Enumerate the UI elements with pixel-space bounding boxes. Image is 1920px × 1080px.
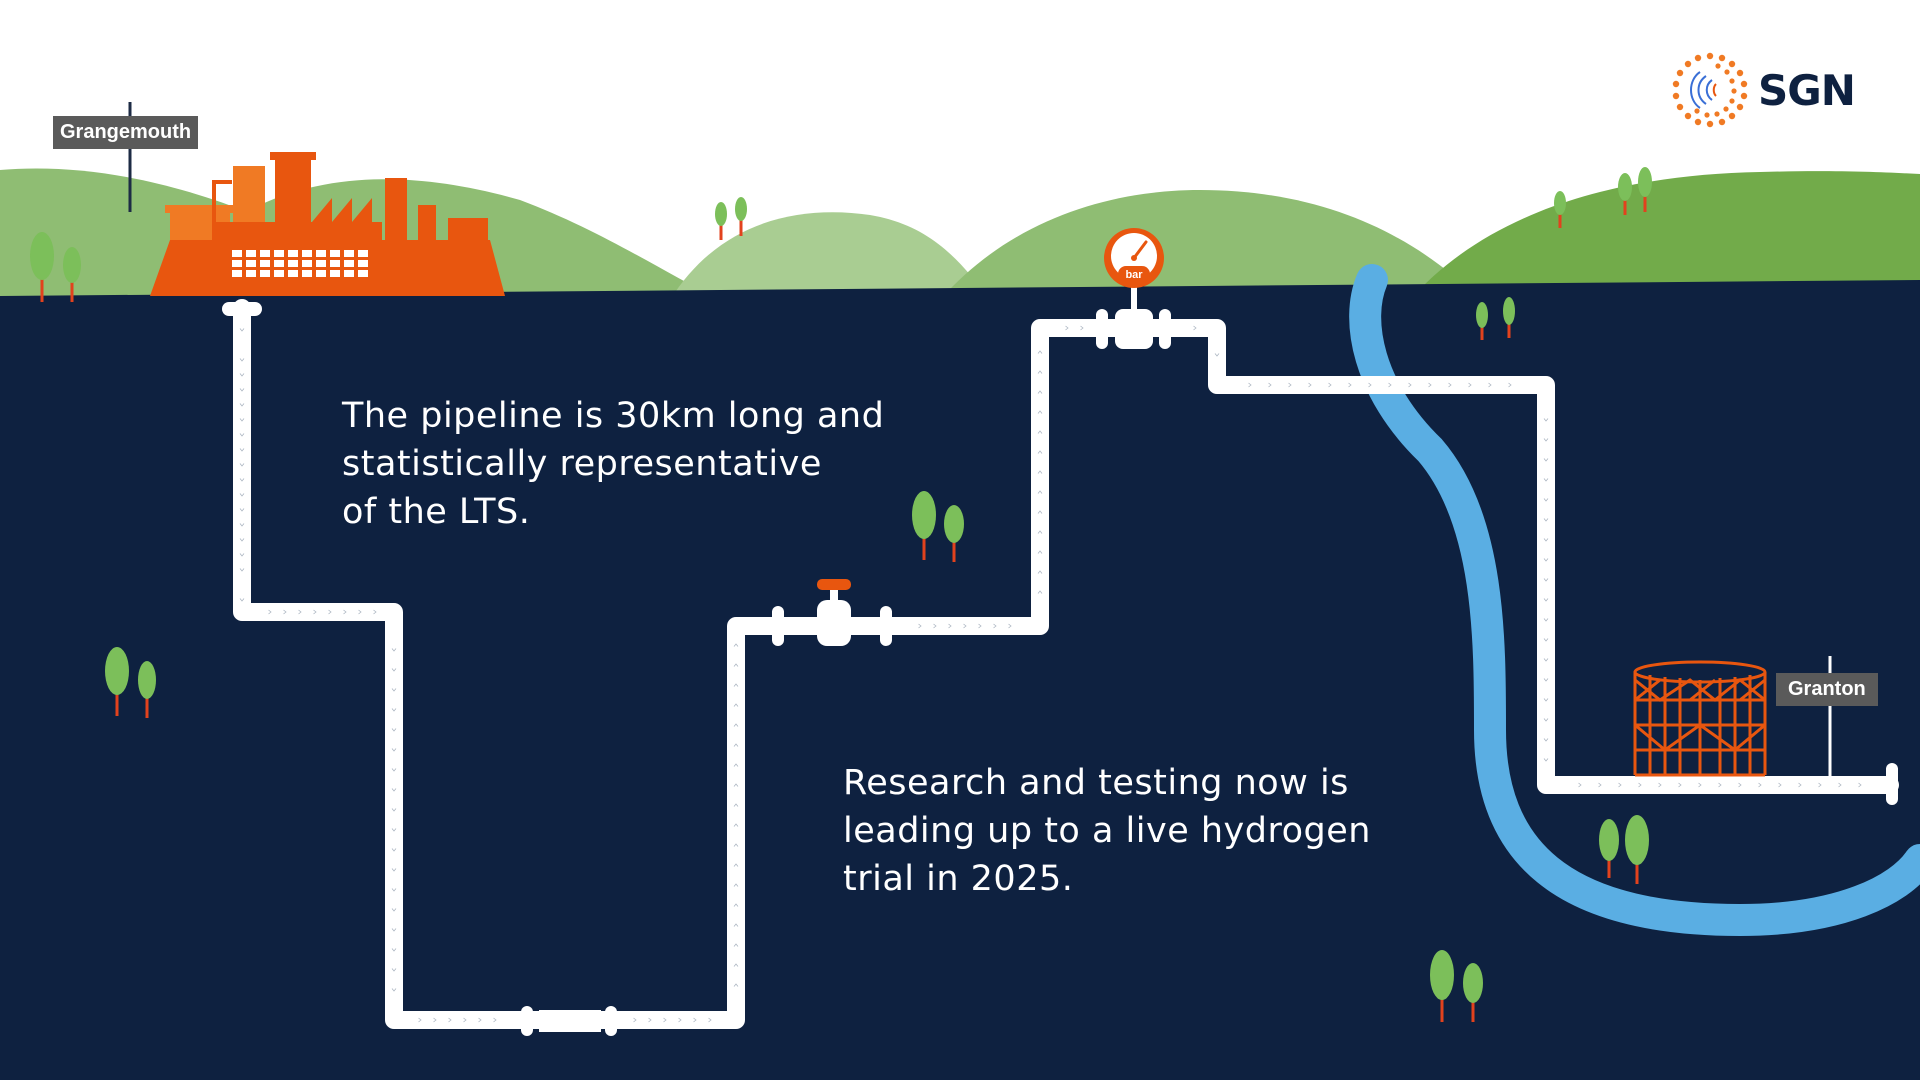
pressure-gauge-icon: bar	[1096, 228, 1171, 349]
sgn-logo-text: SGN	[1758, 65, 1856, 115]
pipeline-caption-line: statistically representative	[342, 444, 822, 484]
tree	[1618, 173, 1632, 215]
trial-caption-line: Research and testing now is	[843, 763, 1349, 803]
pipeline	[222, 299, 1899, 1036]
tree	[1599, 819, 1619, 878]
pipe-coupling	[521, 1006, 617, 1036]
pipeline-caption-line: The pipeline is 30km long and	[342, 396, 885, 436]
gasholder-icon	[1633, 660, 1767, 777]
tree	[1476, 302, 1488, 340]
tree	[944, 505, 964, 562]
pipe-end-cap	[1886, 763, 1898, 805]
tree	[138, 661, 156, 718]
trial-caption-line: trial in 2025.	[843, 859, 1074, 899]
tree	[1503, 297, 1515, 338]
tree	[912, 491, 936, 560]
sgn-logo-icon	[1672, 52, 1748, 128]
tree	[1625, 815, 1649, 884]
location-label-grangemouth: Grangemouth	[53, 116, 199, 149]
ground	[0, 280, 1920, 1080]
trial-caption: Research and testing now is leading up t…	[843, 759, 1371, 903]
tree	[735, 197, 747, 236]
trees	[30, 167, 1652, 1022]
hill-centre	[670, 212, 990, 300]
pipeline-caption-line: of the LTS.	[342, 492, 531, 532]
hill-mid	[940, 190, 1480, 300]
gauge-unit: bar	[1125, 269, 1143, 281]
tree	[1638, 167, 1652, 212]
tree	[715, 202, 727, 240]
river	[1349, 264, 1920, 937]
tree	[30, 232, 54, 302]
tree	[105, 647, 129, 716]
factory-icon	[150, 152, 505, 296]
pipe-inlet-cap	[222, 302, 262, 316]
tree	[1463, 963, 1483, 1022]
tree	[1430, 950, 1454, 1022]
hill-right	[1410, 171, 1920, 300]
pipeline-caption: The pipeline is 30km long and statistica…	[342, 392, 884, 536]
tree	[1554, 191, 1566, 228]
trial-caption-line: leading up to a live hydrogen	[843, 811, 1371, 851]
sgn-logo: SGN	[1670, 50, 1856, 130]
tree	[63, 247, 81, 302]
valve-icon	[772, 579, 892, 646]
pipeline-path	[233, 299, 1899, 1029]
location-label-granton: Granton	[1776, 673, 1878, 706]
